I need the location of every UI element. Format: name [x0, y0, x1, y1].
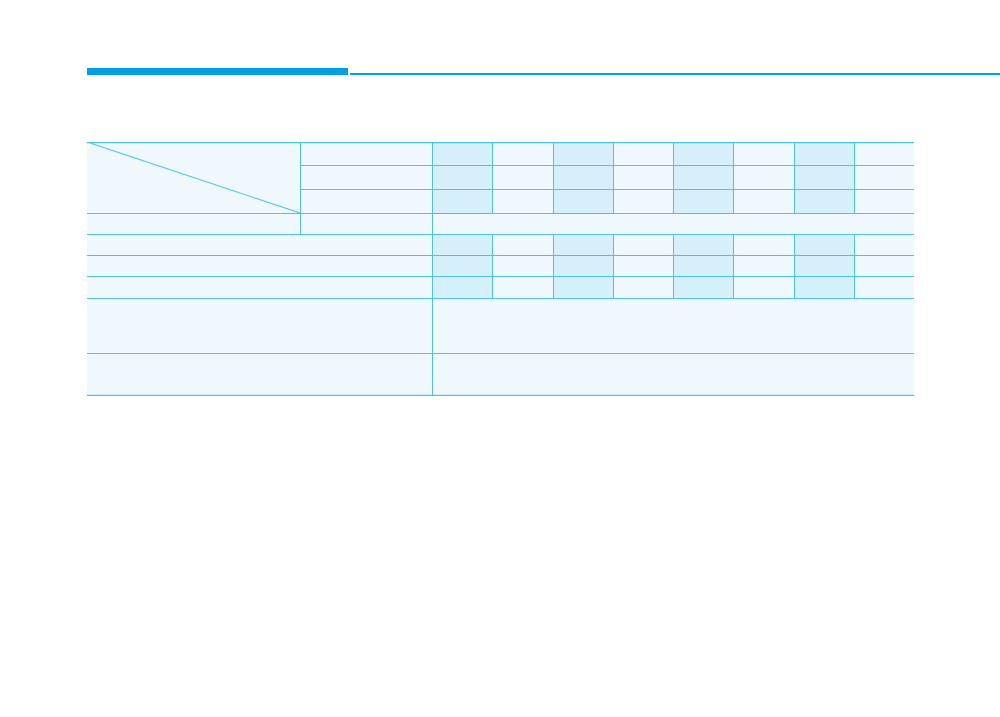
section-header-line	[350, 73, 1000, 75]
table-rules	[87, 142, 914, 396]
section-header-bar	[87, 68, 348, 75]
table-background	[87, 142, 914, 396]
spec-highlight-columns	[432, 234, 854, 298]
header-highlight-columns	[432, 142, 854, 213]
header-diagonal	[87, 142, 301, 214]
spec-table	[87, 142, 914, 396]
